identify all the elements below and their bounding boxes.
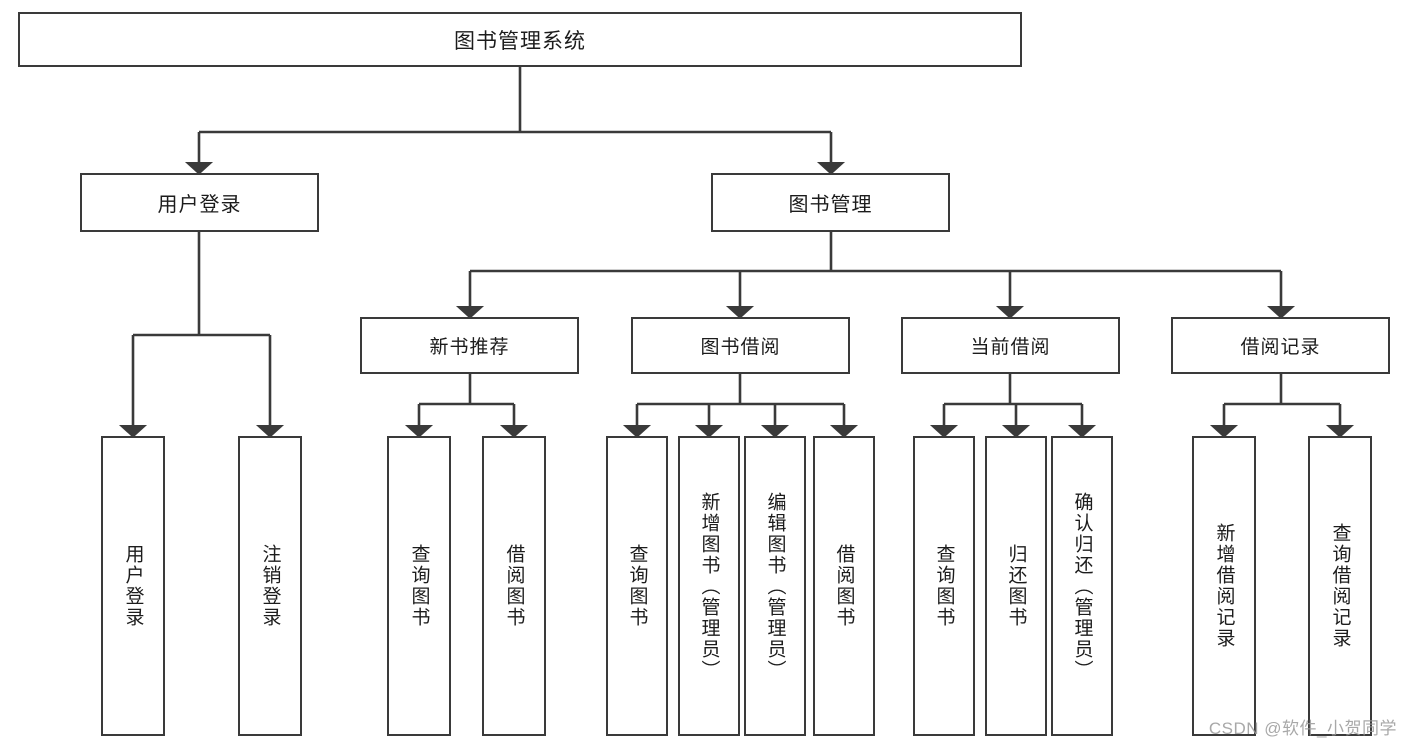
leaf-node[interactable]: 新增图书（管理员） (678, 436, 740, 736)
leaf-node[interactable]: 借阅图书 (482, 436, 546, 736)
node-user-login-label: 用户登录 (157, 194, 242, 216)
node-new-book-recommend[interactable]: 新书推荐 (360, 317, 579, 374)
node-book-management-label: 图书管理 (788, 194, 873, 216)
leaf-node-label: 编辑图书（管理员） (764, 491, 786, 681)
leaf-node-label: 查询图书 (408, 544, 430, 628)
leaf-node[interactable]: 归还图书 (985, 436, 1047, 736)
node-new-book-recommend-label: 新书推荐 (429, 337, 510, 358)
leaf-node-label: 查询借阅记录 (1329, 523, 1351, 649)
leaf-node-label: 新增借阅记录 (1213, 523, 1235, 649)
node-root-system[interactable]: 图书管理系统 (18, 12, 1022, 67)
node-root-label: 图书管理系统 (454, 29, 586, 53)
leaf-node-label: 注销登录 (259, 544, 281, 628)
leaf-node-label: 查询图书 (626, 544, 648, 628)
leaf-node[interactable]: 查询借阅记录 (1308, 436, 1372, 736)
leaf-node-label: 查询图书 (933, 544, 955, 628)
node-user-login[interactable]: 用户登录 (80, 173, 319, 232)
leaf-node[interactable]: 查询图书 (606, 436, 668, 736)
node-borrow-records-label: 借阅记录 (1240, 337, 1321, 358)
node-book-borrow[interactable]: 图书借阅 (631, 317, 850, 374)
leaf-node[interactable]: 确认归还（管理员） (1051, 436, 1113, 736)
leaf-node[interactable]: 编辑图书（管理员） (744, 436, 806, 736)
leaf-node[interactable]: 新增借阅记录 (1192, 436, 1256, 736)
node-current-borrow-label: 当前借阅 (970, 337, 1051, 358)
node-book-borrow-label: 图书借阅 (700, 337, 781, 358)
leaf-node-label: 借阅图书 (833, 544, 855, 628)
leaf-node-label: 用户登录 (122, 544, 144, 628)
leaf-node-label: 借阅图书 (503, 544, 525, 628)
node-current-borrow[interactable]: 当前借阅 (901, 317, 1120, 374)
leaf-node-label: 归还图书 (1005, 544, 1027, 628)
leaf-node[interactable]: 注销登录 (238, 436, 302, 736)
leaf-node[interactable]: 查询图书 (913, 436, 975, 736)
leaf-node-label: 新增图书（管理员） (698, 491, 720, 681)
node-borrow-records[interactable]: 借阅记录 (1171, 317, 1390, 374)
leaf-node[interactable]: 用户登录 (101, 436, 165, 736)
watermark-credit: CSDN @软件_小贺同学 (1208, 719, 1397, 738)
node-book-management[interactable]: 图书管理 (711, 173, 950, 232)
leaf-node[interactable]: 查询图书 (387, 436, 451, 736)
leaf-node-label: 确认归还（管理员） (1071, 491, 1093, 681)
leaf-node[interactable]: 借阅图书 (813, 436, 875, 736)
